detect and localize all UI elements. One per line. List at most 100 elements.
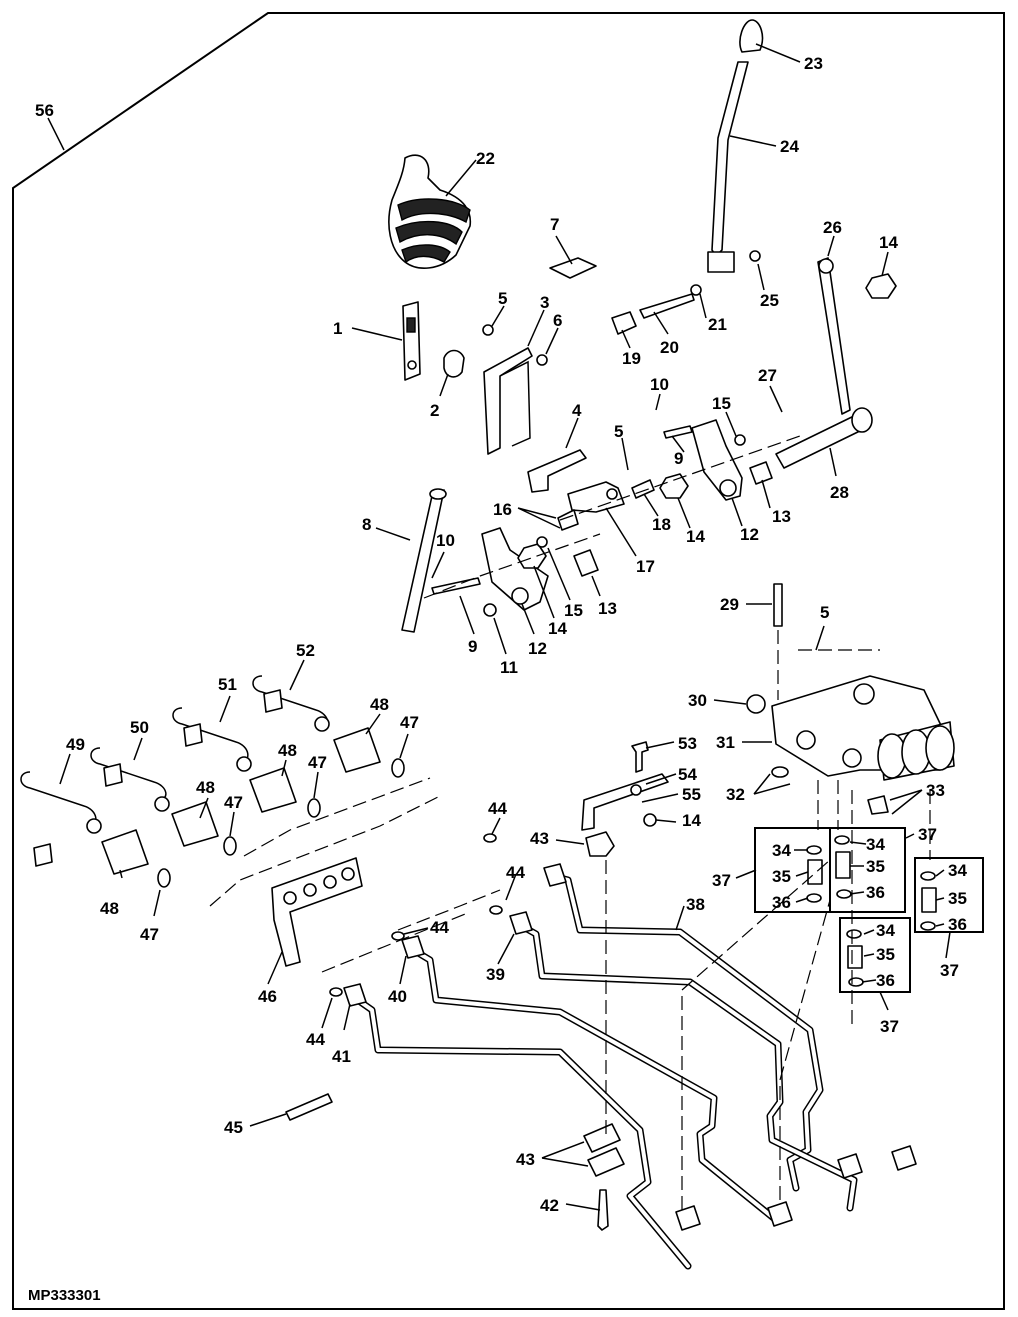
- part-13-bushing-lower: [573, 549, 599, 577]
- part-44-o-rings: [329, 833, 503, 997]
- part-3-bracket: [483, 347, 533, 455]
- callout-label: 28: [830, 483, 849, 502]
- part-49-dust-cap: [20, 771, 102, 867]
- callout-label: 9: [674, 449, 683, 468]
- callout-label: 35: [866, 857, 885, 876]
- callout-label: 48: [278, 741, 297, 760]
- part-45-strip: [285, 1093, 333, 1121]
- callout-label: 6: [553, 311, 562, 330]
- callout-label: 36: [876, 971, 895, 990]
- part-2-knob: [443, 349, 465, 378]
- part-9-pin-upper: [663, 425, 693, 439]
- callout-labels: 56 22 23 24 7 26 14 25 1 5 3 6 21 20 19 …: [35, 54, 967, 1215]
- callout-label: 14: [682, 811, 701, 830]
- callout-label: 48: [100, 899, 119, 918]
- callout-label: 17: [636, 557, 655, 576]
- callout-label: 30: [688, 691, 707, 710]
- part-26-lever: [817, 257, 851, 415]
- part-22-rubber-boot: [388, 154, 472, 269]
- callout-label: 44: [506, 863, 525, 882]
- part-43-clamp-upper: [585, 831, 615, 857]
- callout-label: 37: [940, 961, 959, 980]
- callout-leader-lines: [47, 43, 951, 1211]
- callout-label: 44: [430, 918, 449, 937]
- part-30-fitting: [746, 694, 766, 714]
- callout-label: 56: [35, 101, 54, 120]
- callout-label: 12: [528, 639, 547, 658]
- part-24-lever: [707, 19, 764, 273]
- callout-label: 34: [772, 841, 791, 860]
- callout-label: 53: [678, 734, 697, 753]
- callout-label: 11: [500, 658, 518, 677]
- callout-label: 36: [948, 915, 967, 934]
- callout-label: 18: [652, 515, 671, 534]
- callout-label: 10: [436, 531, 455, 550]
- part-4-bracket-arm: [527, 449, 587, 493]
- part-47-o-rings: [157, 758, 405, 888]
- part-29-bolt: [773, 583, 783, 627]
- callout-label: 36: [772, 893, 791, 912]
- callout-label: 33: [926, 781, 945, 800]
- callout-label: 51: [218, 675, 237, 694]
- callout-label: 3: [540, 293, 549, 312]
- callout-label: 36: [866, 883, 885, 902]
- callout-label: 47: [224, 793, 243, 812]
- part-8-handle: [401, 488, 447, 633]
- part-42-bolt: [597, 1189, 609, 1231]
- callout-label: 27: [758, 366, 777, 385]
- part-52-dust-cap: [252, 675, 330, 732]
- callout-label: 12: [740, 525, 759, 544]
- part-28-shaft: [775, 407, 873, 469]
- assembly-dashed-lines: [209, 435, 931, 1210]
- part-46-bulkhead-plate: [271, 857, 363, 967]
- part-14-nut-bracket: [643, 813, 657, 827]
- callout-label: 39: [486, 965, 505, 984]
- callout-label: 14: [686, 527, 705, 546]
- callout-label: 13: [772, 507, 791, 526]
- callout-label: 42: [540, 1196, 559, 1215]
- callout-label: 4: [572, 401, 582, 420]
- part-19-block: [611, 311, 637, 335]
- callout-label: 46: [258, 987, 277, 1006]
- part-20-shaft: [639, 293, 695, 319]
- callout-label: 41: [332, 1047, 351, 1066]
- callout-label: 35: [876, 945, 895, 964]
- callout-label: 45: [224, 1118, 243, 1137]
- callout-label: 37: [880, 1017, 899, 1036]
- callout-label: 24: [780, 137, 799, 156]
- callout-label: 29: [720, 595, 739, 614]
- part-51-dust-cap: [172, 707, 252, 772]
- part-43-clamps-lower: [583, 1123, 625, 1177]
- callout-label: 14: [548, 619, 567, 638]
- callout-label: 21: [708, 315, 727, 334]
- callout-label: 35: [948, 889, 967, 908]
- part-13-bushing: [749, 461, 773, 485]
- part-50-dust-cap: [90, 747, 170, 812]
- part-38-39-40-41-hydraulic-tubes: [348, 872, 858, 1270]
- callout-label: 9: [468, 637, 477, 656]
- callout-label: 49: [66, 735, 85, 754]
- part-14-nut: [865, 273, 897, 299]
- part-48-couplers: [101, 727, 381, 875]
- callout-label: 37: [712, 871, 731, 890]
- figure-id-label: MP333301: [28, 1287, 101, 1304]
- part-6-nut: [536, 354, 548, 366]
- callout-label: 54: [678, 765, 697, 784]
- callout-label: 8: [362, 515, 371, 534]
- callout-label: 43: [516, 1150, 535, 1169]
- part-15-washer-lower: [536, 536, 548, 548]
- callout-label: 19: [622, 349, 641, 368]
- part-15-washer: [734, 434, 746, 446]
- part-14-nut-mid: [659, 473, 689, 499]
- part-21-washer: [690, 284, 702, 296]
- fitting-kit-box-37-b: [829, 827, 906, 913]
- callout-label: 43: [530, 829, 549, 848]
- callout-label: 25: [760, 291, 779, 310]
- callout-label: 44: [488, 799, 507, 818]
- callout-label: 47: [400, 713, 419, 732]
- part-17-cam: [567, 481, 625, 513]
- part-25-bolt: [749, 250, 761, 262]
- callout-label: 34: [866, 835, 885, 854]
- callout-label: 48: [196, 778, 215, 797]
- callout-label: 10: [650, 375, 669, 394]
